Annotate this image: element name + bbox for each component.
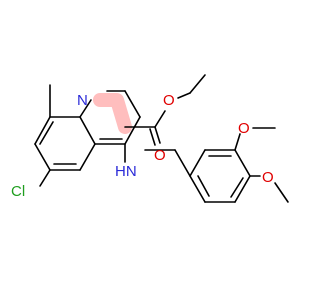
nitrogen-label: N xyxy=(77,92,88,109)
bond xyxy=(274,182,289,203)
molecule-structure: N Cl HN O O O O xyxy=(11,74,289,203)
bond xyxy=(39,121,54,145)
highlight-region xyxy=(93,93,132,134)
ester-oxygen-single-label: O xyxy=(163,92,175,109)
ester-oxygen-carbonyl-label: O xyxy=(154,147,166,164)
bond xyxy=(234,175,251,203)
side-chain xyxy=(124,143,191,177)
bond xyxy=(79,143,96,171)
bond xyxy=(154,110,166,128)
ester-group xyxy=(124,74,206,146)
bond xyxy=(79,99,92,118)
bond xyxy=(39,169,51,187)
bond xyxy=(34,143,51,171)
bond xyxy=(234,133,241,151)
bond xyxy=(189,74,206,94)
methoxy-oxygen-para-label: O xyxy=(262,169,274,186)
amine-label: HN xyxy=(115,163,137,180)
atom-labels: N Cl HN O O O O xyxy=(11,92,274,200)
methoxy-oxygen-meta-label: O xyxy=(238,120,250,137)
bond xyxy=(234,149,251,177)
bond xyxy=(189,175,206,203)
bond xyxy=(189,149,206,177)
quinoline-core xyxy=(34,84,141,187)
bond xyxy=(197,175,210,197)
bond xyxy=(174,149,191,177)
bond xyxy=(177,92,191,99)
bond xyxy=(154,126,161,144)
dimethoxyphenyl-ring xyxy=(189,127,289,203)
chlorine-label: Cl xyxy=(11,183,25,200)
bond xyxy=(230,177,244,198)
bond xyxy=(79,116,96,145)
bond xyxy=(149,128,156,146)
highlight-band xyxy=(93,93,132,134)
bond xyxy=(124,116,141,145)
bond xyxy=(124,90,141,118)
bond xyxy=(34,116,51,145)
